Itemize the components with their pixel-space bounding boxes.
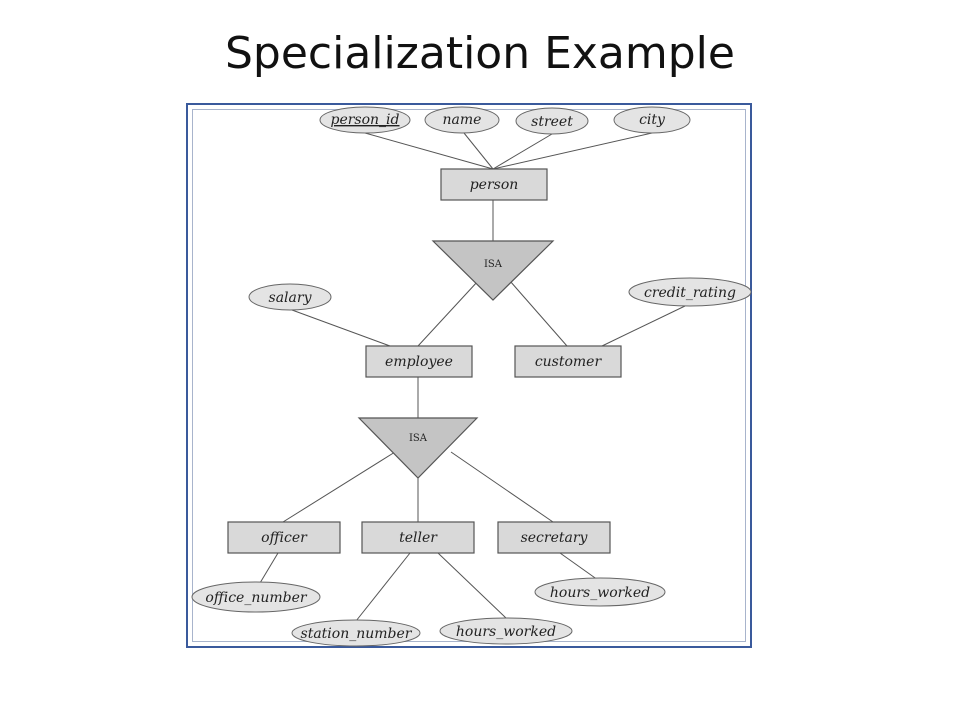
attribute-hours_worked-teller-label: hours_worked [456, 624, 556, 640]
entity-customer-box [514, 345, 622, 378]
attribute-hours_worked-secretary: hours_worked [534, 577, 666, 607]
entity-teller: teller [361, 521, 475, 554]
line-isa1-employee [417, 280, 479, 347]
line-street-person [492, 133, 553, 170]
line-city-person [492, 132, 653, 170]
isa-triangle-person-shape [431, 240, 555, 301]
isa-triangle-employee: ISA [357, 417, 479, 479]
line-teller-station_number [355, 552, 411, 622]
entity-employee-label: employee [385, 354, 453, 370]
attribute-name-label: name [443, 112, 482, 128]
line-isa2-secretary [450, 451, 554, 523]
attribute-hours_worked-secretary-label: hours_worked [550, 585, 650, 601]
attribute-hours_worked-teller-shape [439, 617, 573, 645]
attribute-station_number-shape [291, 619, 421, 647]
attribute-person_id-shape [319, 106, 411, 134]
attribute-street: street [515, 107, 589, 135]
line-name-person [463, 132, 494, 170]
attribute-salary-label: salary [269, 290, 313, 306]
entity-secretary: secretary [497, 521, 611, 554]
entity-secretary-box [497, 521, 611, 554]
entity-employee: employee [365, 345, 473, 378]
attribute-office_number-label: office_number [205, 590, 308, 606]
attribute-hours_worked-secretary-shape [534, 577, 666, 607]
attribute-name-shape [424, 106, 500, 134]
attribute-city-shape [613, 106, 691, 134]
entity-employee-box [365, 345, 473, 378]
entity-teller-box [361, 521, 475, 554]
line-person_id-person [364, 132, 494, 170]
attribute-hours_worked-teller: hours_worked [439, 617, 573, 645]
attribute-street-label: street [531, 114, 573, 130]
attribute-person_id: person_id [319, 106, 411, 134]
attribute-salary-shape [248, 283, 332, 311]
attribute-credit_rating-shape [628, 277, 752, 307]
entity-person-box [440, 168, 548, 201]
entity-person: person [440, 168, 548, 201]
entity-customer-label: customer [535, 354, 603, 370]
slide-title: Specialization Example [225, 28, 735, 79]
line-credit_rating-customer [601, 305, 686, 347]
line-secretary-hours_worked [559, 552, 599, 581]
isa-triangle-employee-label: ISA [409, 433, 428, 444]
attribute-person_id-label: person_id [330, 112, 399, 128]
attribute-station_number: station_number [291, 619, 421, 647]
attribute-street-shape [515, 107, 589, 135]
line-teller-hours_worked [437, 552, 507, 619]
line-salary-employee [291, 309, 391, 347]
isa-triangle-employee-shape [357, 417, 479, 479]
attribute-station_number-label: station_number [301, 626, 413, 642]
isa-triangle-person: ISA [431, 240, 555, 301]
entity-officer-label: officer [261, 530, 308, 546]
attribute-city-label: city [639, 112, 666, 128]
line-isa2-officer [282, 451, 396, 523]
line-officer-office_number [259, 552, 279, 584]
attribute-city: city [613, 106, 691, 134]
attribute-credit_rating-label: credit_rating [644, 285, 736, 301]
attribute-credit_rating: credit_rating [628, 277, 752, 307]
attribute-office_number-shape [191, 581, 321, 613]
attribute-office_number: office_number [191, 581, 321, 613]
entity-teller-label: teller [399, 530, 438, 546]
entity-person-label: person [470, 177, 519, 193]
connectors [259, 132, 686, 622]
attribute-salary: salary [248, 283, 332, 311]
entity-officer-box [227, 521, 341, 554]
line-isa1-customer [509, 280, 568, 347]
attribute-name: name [424, 106, 500, 134]
entity-officer: officer [227, 521, 341, 554]
isa-triangle-person-label: ISA [484, 259, 503, 270]
entity-secretary-label: secretary [521, 530, 589, 546]
entity-customer: customer [514, 345, 622, 378]
